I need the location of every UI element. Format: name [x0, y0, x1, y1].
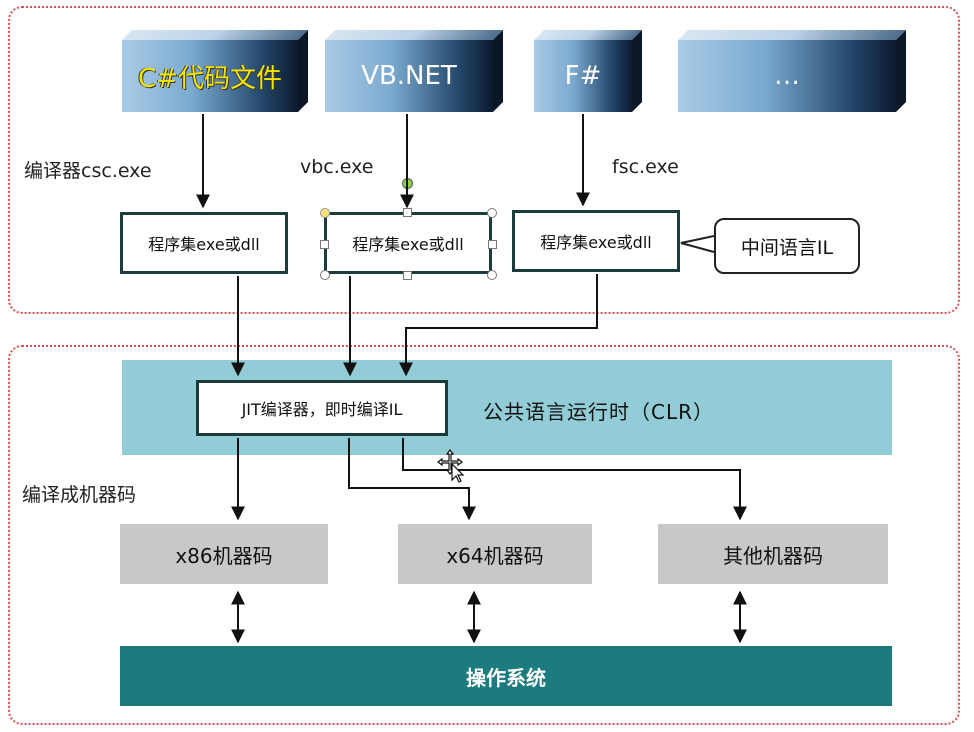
jit-compiler-box: JIT编译器，即时编译IL: [196, 380, 448, 436]
machine-code-other: 其他机器码: [658, 524, 888, 584]
il-callout: 中间语言IL: [714, 218, 860, 274]
compiler-label-fsc: fsc.exe: [612, 156, 679, 178]
clr-label: 公共语言运行时（CLR）: [483, 400, 715, 424]
assembly-box-fsharp: 程序集exe或dll: [512, 210, 680, 272]
assembly-box-csharp: 程序集exe或dll: [120, 212, 288, 274]
language-label: VB.NET: [361, 61, 457, 91]
language-label: C#代码文件: [138, 63, 282, 94]
machine-code-x86: x86机器码: [120, 524, 328, 584]
rotate-handle-icon[interactable]: [402, 178, 413, 189]
machine-code-x64: x64机器码: [398, 524, 592, 584]
assembly-box-vbnet[interactable]: 程序集exe或dll: [324, 212, 492, 274]
compiler-label-csc: 编译器csc.exe: [24, 160, 152, 182]
compiler-label-vbc: vbc.exe: [300, 156, 374, 178]
language-label: …: [774, 61, 800, 91]
compile-label: 编译成机器码: [22, 484, 137, 506]
operating-system-band: 操作系统: [120, 646, 892, 706]
language-label: F#: [564, 61, 602, 91]
